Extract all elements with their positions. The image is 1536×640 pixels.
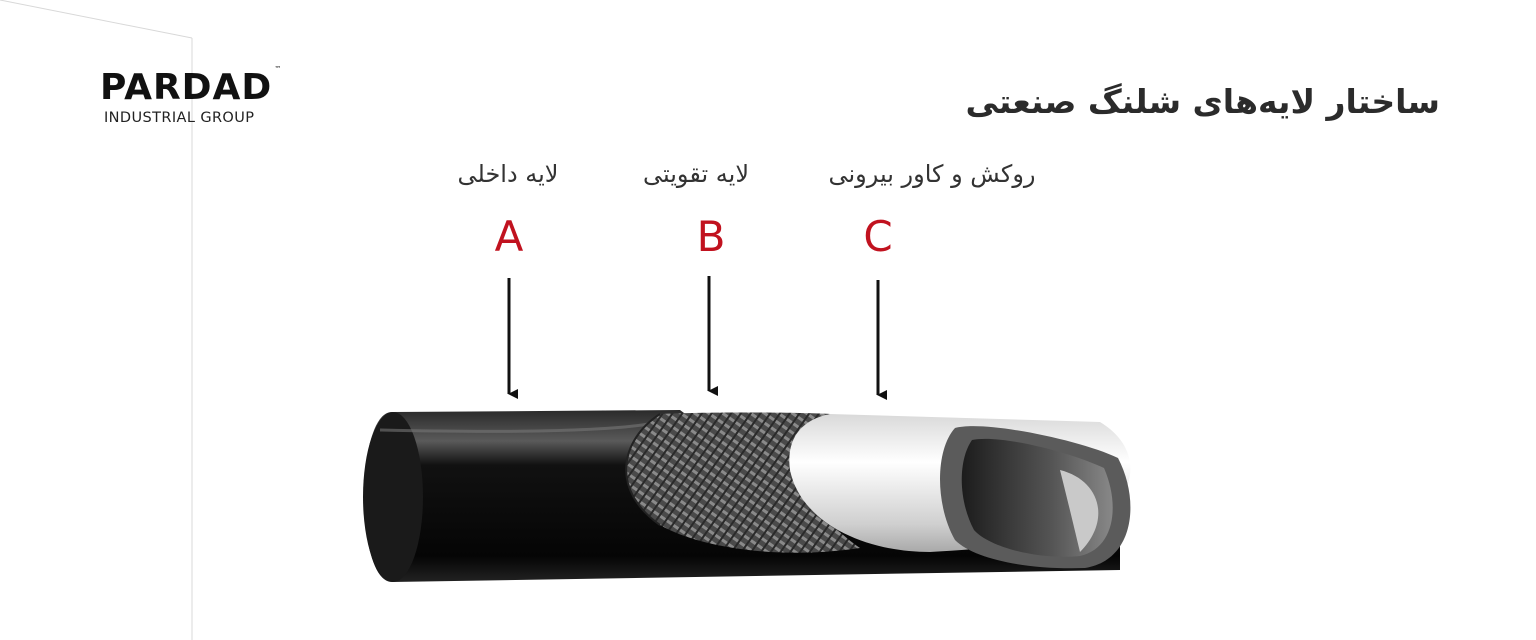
page-title: ساختار لایه‌های شلنگ صنعتی <box>965 82 1440 121</box>
layer-label-a: لایه داخلی <box>457 160 559 188</box>
layer-letter-b: B <box>696 212 726 261</box>
logo-trademark: ™ <box>274 65 283 73</box>
logo-brand: PARDAD ™ <box>100 66 281 108</box>
company-logo: PARDAD ™ INDUSTRIAL GROUP <box>100 66 300 127</box>
layer-letter-c: C <box>863 212 893 261</box>
logo-tagline: INDUSTRIAL GROUP <box>104 110 255 126</box>
logo-brand-text: PARDAD <box>100 67 273 108</box>
layer-label-c: روکش و کاور بیرونی <box>828 160 1036 188</box>
hose-inner-bore <box>940 426 1131 569</box>
layer-letter-a: A <box>494 212 524 261</box>
frame-decoration <box>0 0 193 640</box>
layer-label-b: لایه تقویتی <box>642 160 750 188</box>
